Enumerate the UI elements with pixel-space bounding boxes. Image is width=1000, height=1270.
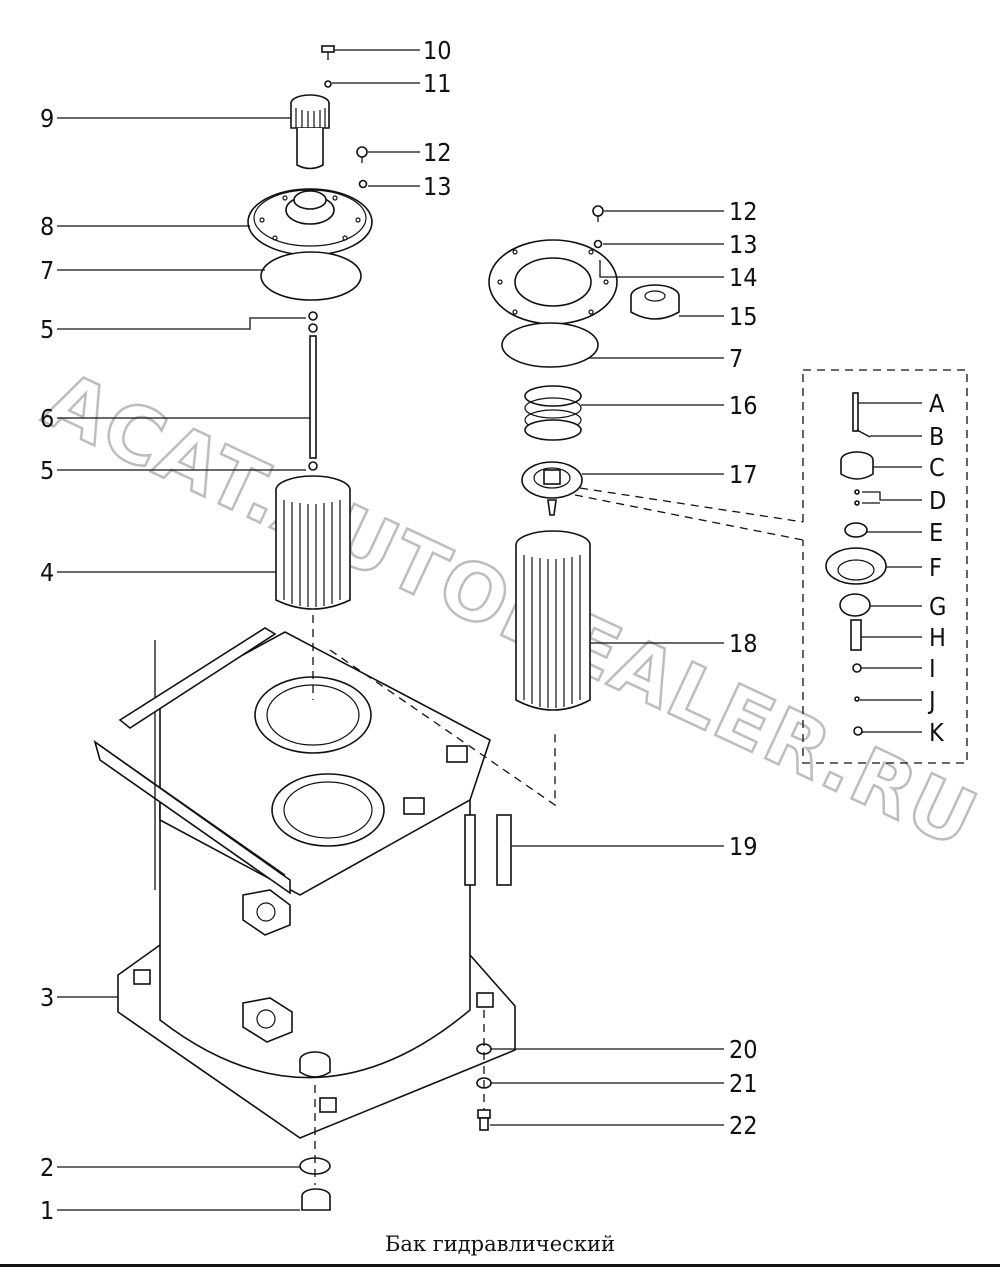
detail-a-pin [852, 392, 859, 432]
callout-6: 6 [40, 404, 54, 433]
tank-port-upper [242, 889, 291, 936]
callout-15: 15 [729, 302, 758, 331]
detail-f-disc [825, 547, 887, 585]
part-13-washer-right [593, 239, 603, 249]
callout-3: 3 [40, 983, 54, 1012]
part-14-cover [488, 239, 618, 325]
leader-lines [57, 49, 922, 1211]
callout-5-top: 5 [40, 315, 54, 344]
part-22-bolt [477, 1109, 491, 1131]
detail-b-spring-pin [856, 429, 871, 438]
callout-17: 17 [729, 460, 758, 489]
callout-7-right: 7 [729, 344, 743, 373]
callout-12-left: 12 [423, 138, 452, 167]
diagram-caption: Бак гидравлический [385, 1232, 615, 1256]
assembly-axes [312, 615, 556, 1185]
detail-callout-c: C [929, 453, 945, 482]
callout-22: 22 [729, 1111, 758, 1140]
detail-i-nut [852, 663, 862, 673]
callout-7-left: 7 [40, 256, 54, 285]
callout-21: 21 [729, 1069, 758, 1098]
detail-callout-i: I [929, 654, 936, 683]
callout-1: 1 [40, 1196, 54, 1225]
part-3-tank [93, 627, 516, 1139]
detail-j-ball [854, 696, 860, 702]
part-6-rod [309, 335, 317, 459]
detail-callout-a: A [929, 389, 945, 418]
bottom-rule [0, 1264, 1000, 1267]
callout-12-right: 12 [729, 197, 758, 226]
detail-d-ball [854, 489, 860, 495]
part-15-ring [630, 284, 680, 320]
detail-callout-h: H [929, 623, 946, 652]
part-7-gasket-right [501, 322, 599, 368]
callout-16: 16 [729, 391, 758, 420]
part-12-bolt-left [356, 146, 368, 163]
detail-c-cap [840, 451, 874, 480]
callout-20: 20 [729, 1035, 758, 1064]
detail-callout-b: B [929, 422, 944, 451]
callout-9: 9 [40, 104, 54, 133]
part-8-cover [247, 188, 373, 256]
part-9-breather [290, 94, 330, 170]
part-10-bolt [321, 45, 335, 60]
part-1-drain-plug [301, 1188, 331, 1211]
part-5-nut-bottom [308, 461, 318, 471]
detail-callout-d: D [929, 486, 946, 515]
callout-labels: 1 2 3 4 5 6 5 7 8 9 10 11 12 13 12 13 14… [40, 36, 946, 1225]
callout-18: 18 [729, 629, 758, 658]
detail-callout-j: J [927, 686, 936, 715]
callout-14: 14 [729, 263, 758, 292]
detail-g-ring [839, 593, 871, 617]
part-16-spring [524, 385, 582, 441]
detail-k-nut [853, 726, 863, 736]
detail-callout-g: G [929, 592, 946, 621]
detail-callout-k: K [929, 718, 945, 747]
callout-5-bottom: 5 [40, 456, 54, 485]
tank-port-lower [242, 997, 293, 1043]
callout-13-right: 13 [729, 230, 758, 259]
callout-8: 8 [40, 212, 54, 241]
detail-h-spring [850, 619, 862, 651]
left-assembly [247, 45, 373, 610]
part-11-washer [324, 80, 332, 88]
part-13-washer-left [358, 179, 368, 189]
callout-10: 10 [423, 36, 452, 65]
right-assembly [488, 205, 680, 711]
detail-callout-f: F [929, 553, 942, 582]
part-5-nut-top [308, 311, 318, 321]
part-4-filter [275, 475, 351, 610]
part-18-filter [515, 530, 591, 711]
part-19-sight-gauge [464, 814, 512, 886]
callout-2: 2 [40, 1153, 54, 1182]
detail-e-washer [844, 522, 868, 538]
callout-19: 19 [729, 832, 758, 861]
part-12-bolt-right [592, 205, 604, 222]
callout-4: 4 [40, 558, 54, 587]
callout-11: 11 [423, 69, 452, 98]
detail-box [574, 369, 968, 764]
detail-callout-e: E [929, 518, 943, 547]
part-7-gasket-left [260, 251, 362, 301]
callout-13-left: 13 [423, 172, 452, 201]
part-17-valve [521, 461, 583, 516]
part-5-nut-top-2 [308, 323, 318, 333]
